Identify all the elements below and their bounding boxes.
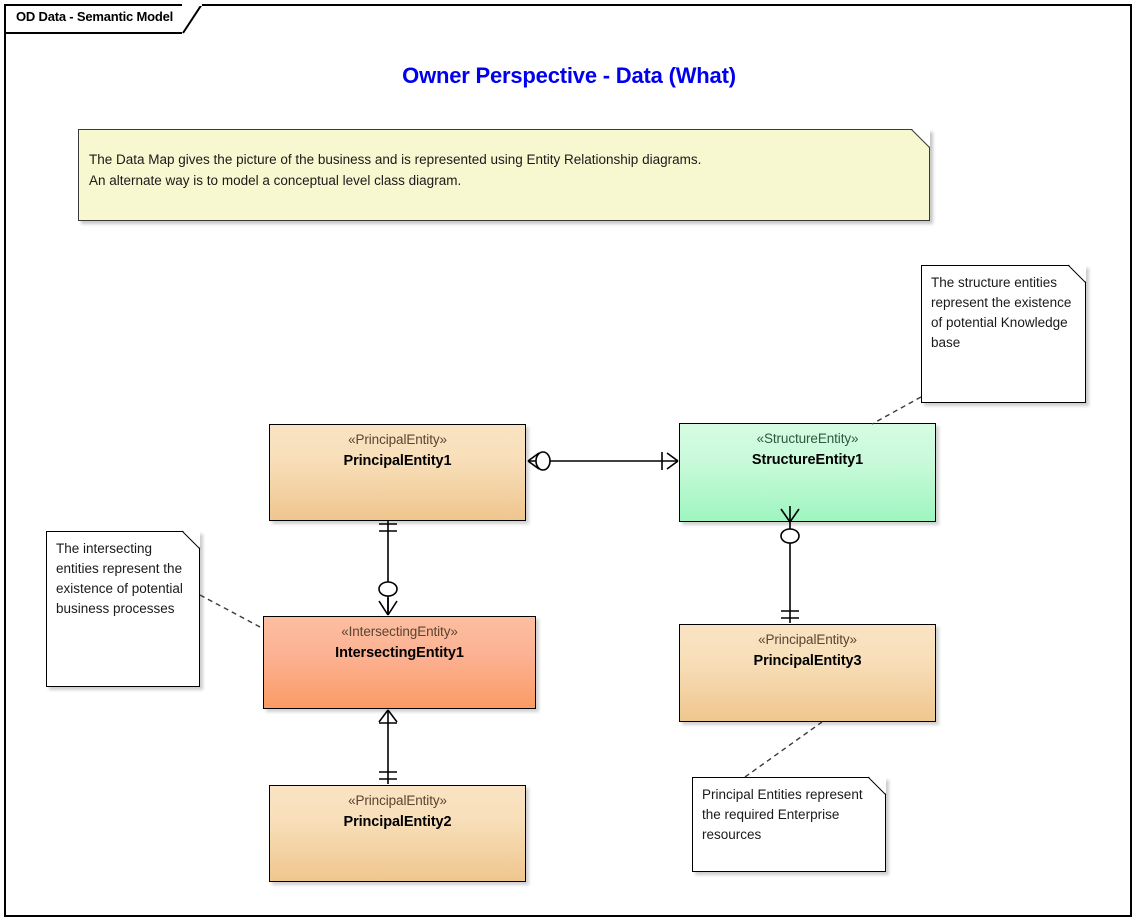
entity-principalentity2[interactable]: «PrincipalEntity» PrincipalEntity2: [269, 785, 526, 882]
note-fold-icon: [1069, 265, 1086, 282]
diagram-tab-body: [4, 4, 182, 34]
entity-structureentity1[interactable]: «StructureEntity» StructureEntity1: [679, 423, 936, 522]
note-fold-line-icon: [181, 530, 201, 550]
note-text: Principal Entities represent the require…: [702, 787, 863, 842]
entity-stereotype: «PrincipalEntity»: [348, 793, 447, 808]
entity-principalentity1[interactable]: «PrincipalEntity» PrincipalEntity1: [269, 424, 526, 521]
diagram-tab-slant-icon: [182, 4, 202, 34]
header-note-line-2: An alternate way is to model a conceptua…: [89, 173, 462, 188]
note-fold-icon: [869, 777, 886, 794]
entity-stereotype: «PrincipalEntity»: [348, 432, 447, 447]
note-fold-line-icon: [1067, 264, 1087, 284]
page-title: Owner Perspective - Data (What): [402, 63, 736, 88]
entity-stereotype: «StructureEntity»: [756, 431, 859, 446]
note-fold-line-icon: [867, 776, 887, 796]
entity-stereotype: «PrincipalEntity»: [758, 632, 857, 647]
entity-name: StructureEntity1: [751, 452, 864, 468]
diagram-tab-label: OD Data - Semantic Model: [16, 9, 174, 24]
note-text: The structure entities represent the exi…: [931, 275, 1072, 350]
note-intersecting-entities[interactable]: The intersecting entities represent the …: [46, 530, 201, 687]
note-fold-icon: [912, 129, 930, 147]
entity-name: IntersectingEntity1: [335, 645, 464, 661]
header-note: The Data Map gives the picture of the bu…: [78, 129, 930, 221]
entity-name: PrincipalEntity3: [753, 653, 862, 669]
entity-name: PrincipalEntity1: [343, 453, 452, 469]
header-note-line-1: The Data Map gives the picture of the bu…: [89, 152, 702, 167]
entity-intersectingentity1[interactable]: «IntersectingEntity» IntersectingEntity1: [263, 616, 536, 709]
entity-principalentity3[interactable]: «PrincipalEntity» PrincipalEntity3: [679, 624, 936, 722]
note-structure-entities[interactable]: The structure entities represent the exi…: [921, 264, 1087, 403]
entity-stereotype: «IntersectingEntity»: [341, 624, 458, 639]
note-fold-line-icon: [911, 129, 930, 148]
note-text: The intersecting entities represent the …: [56, 541, 183, 616]
entity-name: PrincipalEntity2: [343, 814, 452, 830]
note-fold-icon: [183, 531, 200, 548]
note-principal-entities[interactable]: Principal Entities represent the require…: [692, 776, 887, 872]
